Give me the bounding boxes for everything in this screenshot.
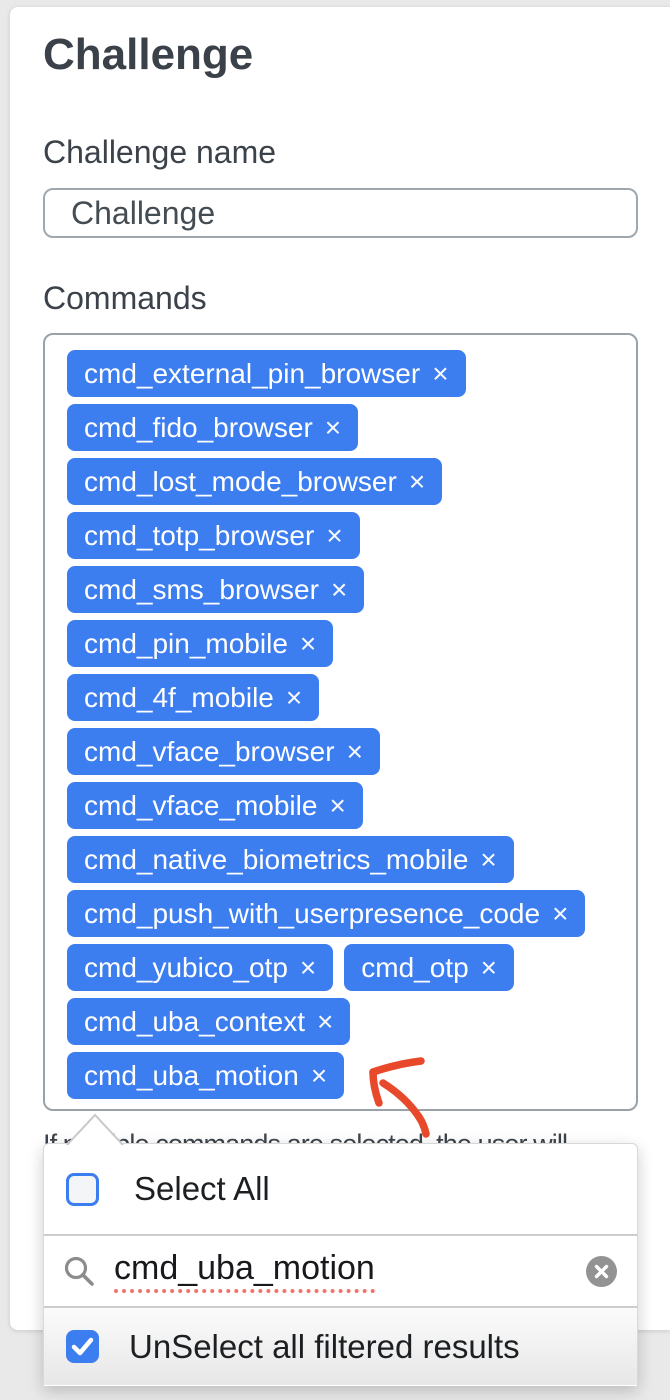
command-tag-label: cmd_native_biometrics_mobile: [84, 843, 469, 875]
clear-search-icon[interactable]: [586, 1255, 617, 1287]
command-tag[interactable]: cmd_4f_mobile ×: [67, 674, 320, 721]
remove-tag-icon[interactable]: ×: [317, 1005, 334, 1037]
unselect-filtered-option[interactable]: UnSelect all filtered results: [44, 1308, 637, 1385]
command-tag-row: cmd_pin_mobile ×: [67, 620, 618, 667]
command-tag[interactable]: cmd_uba_context ×: [67, 998, 351, 1045]
challenge-form-card: Challenge Challenge name Commands cmd_ex…: [10, 7, 670, 1330]
challenge-name-label: Challenge name: [43, 134, 277, 170]
command-tag[interactable]: cmd_vface_mobile ×: [67, 782, 363, 829]
command-tag[interactable]: cmd_totp_browser ×: [67, 512, 360, 559]
command-tag-label: cmd_otp: [361, 951, 469, 983]
commands-label: Commands: [43, 280, 207, 316]
command-tag-label: cmd_lost_mode_browser: [84, 465, 397, 497]
command-tag[interactable]: cmd_uba_motion ×: [67, 1052, 345, 1099]
command-tag-row: cmd_vface_browser ×: [67, 728, 618, 775]
command-tag-label: cmd_yubico_otp: [84, 951, 288, 983]
select-all-label: Select All: [134, 1170, 270, 1207]
dropdown-caret: [66, 1113, 124, 1145]
command-tag[interactable]: cmd_lost_mode_browser ×: [67, 458, 443, 505]
remove-tag-icon[interactable]: ×: [326, 519, 343, 551]
remove-tag-icon[interactable]: ×: [432, 357, 449, 389]
command-tag[interactable]: cmd_yubico_otp ×: [67, 944, 334, 991]
unselect-filtered-checkbox[interactable]: [66, 1330, 99, 1363]
command-tag-row: cmd_vface_mobile ×: [67, 782, 618, 829]
command-tag-row: cmd_lost_mode_browser ×: [67, 458, 618, 505]
remove-tag-icon[interactable]: ×: [330, 573, 348, 605]
remove-tag-icon[interactable]: ×: [285, 681, 303, 713]
remove-tag-icon[interactable]: ×: [329, 789, 346, 821]
commands-multiselect-box[interactable]: cmd_external_pin_browser×cmd_fido_browse…: [43, 333, 638, 1111]
command-tag-label: cmd_fido_browser: [84, 411, 313, 443]
command-tag-label: cmd_push_with_userpresence_code: [84, 897, 541, 929]
remove-tag-icon[interactable]: ×: [299, 951, 317, 983]
command-tag[interactable]: cmd_fido_browser ×: [67, 404, 359, 451]
command-tag-row: cmd_yubico_otp × cmd_otp ×: [67, 944, 618, 991]
command-tag-row: cmd_uba_motion ×: [67, 1052, 618, 1099]
command-tag-row: cmd_fido_browser ×: [67, 404, 618, 451]
remove-tag-icon[interactable]: ×: [408, 465, 426, 497]
command-tag-row: cmd_external_pin_browser ×: [67, 350, 618, 397]
command-tag[interactable]: cmd_push_with_userpresence_code ×: [67, 890, 586, 937]
command-tag-label: cmd_uba_motion: [84, 1059, 299, 1091]
command-tag-row: cmd_uba_context ×: [67, 998, 618, 1045]
command-tag[interactable]: cmd_pin_mobile ×: [67, 620, 334, 667]
remove-tag-icon[interactable]: ×: [552, 897, 569, 929]
command-tag-label: cmd_vface_browser: [84, 735, 335, 767]
command-tag-label: cmd_4f_mobile: [84, 681, 274, 713]
remove-tag-icon[interactable]: ×: [480, 951, 498, 983]
command-tag-row: cmd_4f_mobile ×: [67, 674, 618, 721]
command-tag-label: cmd_sms_browser: [84, 573, 319, 605]
command-tag-label: cmd_pin_mobile: [84, 627, 288, 659]
command-tag[interactable]: cmd_native_biometrics_mobile ×: [67, 836, 514, 883]
page-title: Challenge: [43, 30, 254, 79]
select-all-checkbox[interactable]: [66, 1172, 99, 1206]
dropdown-search-row: cmd_uba_motion: [44, 1234, 637, 1308]
remove-tag-icon[interactable]: ×: [346, 735, 363, 767]
remove-tag-icon[interactable]: ×: [310, 1059, 328, 1091]
commands-dropdown-panel: Select All cmd_uba_motion UnSelect all f…: [43, 1113, 638, 1386]
challenge-name-input[interactable]: [43, 188, 638, 238]
command-tag-label: cmd_external_pin_browser: [84, 357, 421, 389]
command-tag[interactable]: cmd_external_pin_browser ×: [67, 350, 466, 397]
command-tag[interactable]: cmd_sms_browser ×: [67, 566, 365, 613]
command-tag-row: cmd_totp_browser ×: [67, 512, 618, 559]
command-tag-label: cmd_vface_mobile: [84, 789, 318, 821]
unselect-filtered-label: UnSelect all filtered results: [129, 1327, 520, 1365]
select-all-option[interactable]: Select All: [44, 1144, 637, 1234]
remove-tag-icon[interactable]: ×: [324, 411, 342, 443]
command-tag-row: cmd_native_biometrics_mobile ×: [67, 836, 618, 883]
remove-tag-icon[interactable]: ×: [299, 627, 317, 659]
search-icon: [64, 1256, 94, 1286]
command-tag-label: cmd_uba_context: [84, 1005, 306, 1037]
command-tag[interactable]: cmd_otp ×: [344, 944, 515, 991]
command-tag[interactable]: cmd_vface_browser ×: [67, 728, 380, 775]
remove-tag-icon[interactable]: ×: [480, 843, 497, 875]
command-tag-row: cmd_sms_browser ×: [67, 566, 618, 613]
command-tag-row: cmd_push_with_userpresence_code ×: [67, 890, 618, 937]
command-tag-label: cmd_totp_browser: [84, 519, 315, 551]
dropdown-search-input[interactable]: cmd_uba_motion: [114, 1249, 375, 1294]
